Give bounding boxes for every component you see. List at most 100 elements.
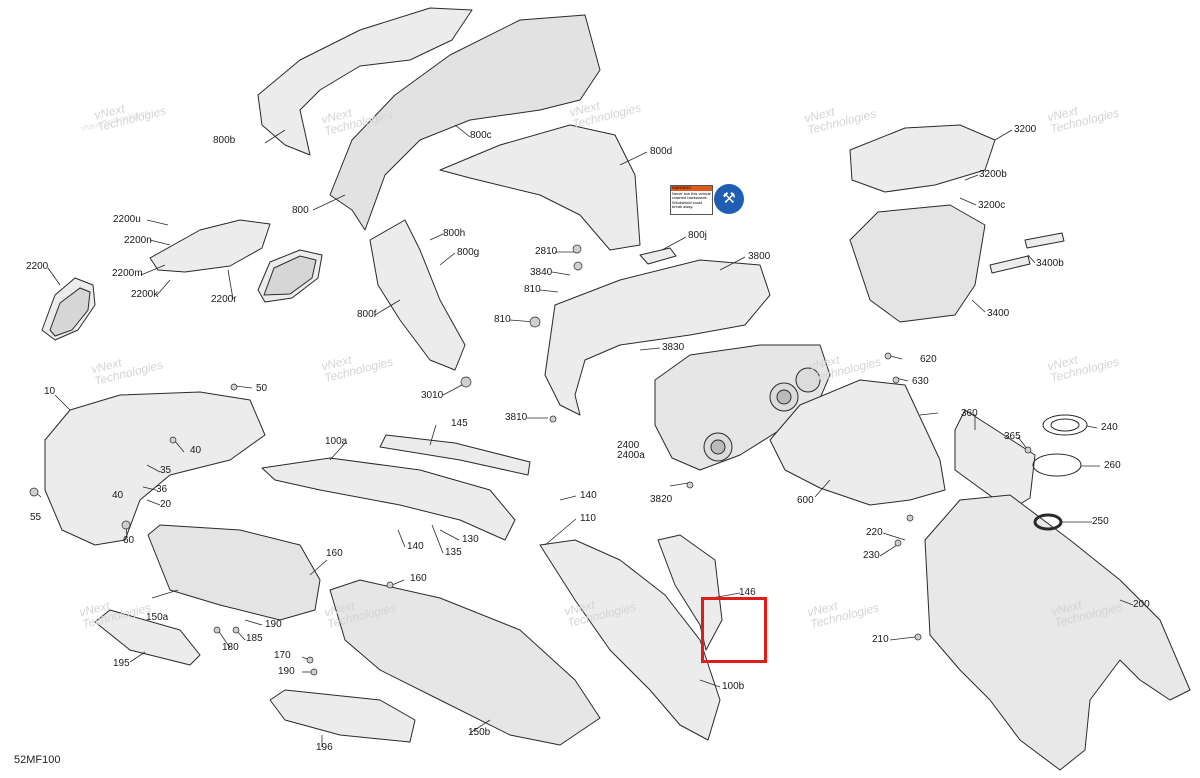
callout-3200c[interactable]: 3200c (978, 200, 1006, 211)
callout-3830[interactable]: 3830 (662, 342, 685, 353)
callout-800c[interactable]: 800c (470, 130, 492, 141)
callout-190-upper[interactable]: 190 (265, 619, 282, 630)
callout-620[interactable]: 620 (920, 354, 937, 365)
part-196 (269, 689, 416, 743)
callout-600[interactable]: 600 (797, 495, 814, 506)
callout-50[interactable]: 50 (256, 383, 268, 394)
callout-810-upper[interactable]: 810 (524, 284, 541, 295)
callout-3800[interactable]: 3800 (748, 251, 771, 262)
part-800b (257, 7, 473, 156)
callout-220[interactable]: 220 (866, 527, 883, 538)
callout-3010[interactable]: 3010 (421, 390, 444, 401)
callout-2200r[interactable]: 2200r (211, 294, 237, 305)
callout-365[interactable]: 365 (1004, 431, 1021, 442)
vehicle-tow-icon: ⚒ (714, 184, 744, 214)
callout-35[interactable]: 35 (160, 465, 172, 476)
part-260 (1032, 453, 1082, 477)
callout-250[interactable]: 250 (1092, 516, 1109, 527)
callout-100b[interactable]: 100b (722, 681, 745, 692)
callout-200[interactable]: 200 (1133, 599, 1150, 610)
part-195 (94, 609, 201, 666)
part-360 (954, 409, 1036, 511)
callout-800[interactable]: 800 (292, 205, 309, 216)
callout-210[interactable]: 210 (872, 634, 889, 645)
callout-810-lower[interactable]: 810 (494, 314, 511, 325)
callout-195[interactable]: 195 (113, 658, 130, 669)
callout-160-right[interactable]: 160 (410, 573, 427, 584)
callout-145[interactable]: 145 (451, 418, 468, 429)
part-600 (769, 379, 946, 506)
callout-2200u[interactable]: 2200u (113, 214, 141, 225)
part-150a (147, 524, 321, 621)
part-10 (44, 391, 266, 546)
part-146 (657, 534, 723, 651)
callout-360[interactable]: 360 (961, 408, 978, 419)
callout-2400[interactable]: 2400 (617, 440, 640, 451)
callout-3840[interactable]: 3840 (530, 267, 553, 278)
callout-40-upper[interactable]: 40 (190, 445, 202, 456)
part-3400b-a (1024, 232, 1065, 249)
callout-40-lower[interactable]: 40 (112, 490, 124, 501)
callout-800g[interactable]: 800g (457, 247, 480, 258)
callout-55[interactable]: 55 (30, 512, 42, 523)
part-100b (539, 539, 721, 741)
callout-190-lower[interactable]: 190 (278, 666, 295, 677)
callout-3820[interactable]: 3820 (650, 494, 673, 505)
callout-2810[interactable]: 2810 (535, 246, 558, 257)
callout-196[interactable]: 196 (316, 742, 333, 753)
callout-160-left[interactable]: 160 (326, 548, 343, 559)
callout-240[interactable]: 240 (1101, 422, 1118, 433)
callout-146[interactable]: 146 (739, 587, 756, 598)
callout-60[interactable]: 60 (123, 535, 135, 546)
part-3400b-b (989, 255, 1031, 274)
part-150b (329, 579, 601, 746)
part-800f (369, 219, 466, 371)
callout-3200b[interactable]: 3200b (979, 169, 1007, 180)
part-2200-bracket (149, 219, 271, 273)
part-100a (261, 457, 516, 541)
callout-2200[interactable]: 2200 (26, 261, 49, 272)
callout-140-lower[interactable]: 140 (407, 541, 424, 552)
callout-20[interactable]: 20 (160, 499, 172, 510)
callout-36[interactable]: 36 (156, 484, 168, 495)
callout-2200m[interactable]: 2200m (112, 268, 143, 279)
callout-140-upper[interactable]: 140 (580, 490, 597, 501)
document-code: 52MF100 (14, 754, 61, 766)
callout-800f[interactable]: 800f (357, 309, 377, 320)
callout-100a[interactable]: 100a (325, 436, 348, 447)
part-145 (379, 434, 531, 476)
callout-800d[interactable]: 800d (650, 146, 673, 157)
callout-3400[interactable]: 3400 (987, 308, 1010, 319)
callout-3810[interactable]: 3810 (505, 412, 528, 423)
part-3200 (849, 124, 996, 193)
part-800d (439, 124, 641, 251)
callout-630[interactable]: 630 (912, 376, 929, 387)
selected-part-highlight[interactable] (701, 597, 767, 663)
callout-800j[interactable]: 800j (688, 230, 707, 241)
callout-180[interactable]: 180 (222, 642, 239, 653)
callout-10[interactable]: 10 (44, 386, 56, 397)
part-3800 (544, 259, 771, 416)
part-800j (639, 247, 677, 265)
callout-260[interactable]: 260 (1104, 460, 1121, 471)
callout-185[interactable]: 185 (246, 633, 263, 644)
callout-3400b[interactable]: 3400b (1036, 258, 1064, 269)
callout-3200[interactable]: 3200 (1014, 124, 1037, 135)
callout-110[interactable]: 110 (580, 513, 596, 524)
callout-135[interactable]: 135 (445, 547, 462, 558)
warning-decal: WARNING Never tow this vehicle crashed b… (670, 185, 713, 215)
callout-2400a[interactable]: 2400a (617, 450, 645, 461)
callout-150a[interactable]: 150a (146, 612, 169, 623)
part-200 (924, 494, 1191, 771)
callout-2200n[interactable]: 2200n (124, 235, 152, 246)
callout-2200k[interactable]: 2200k (131, 289, 159, 300)
part-3400 (849, 204, 986, 323)
callout-130[interactable]: 130 (462, 534, 479, 545)
part-240 (1042, 414, 1088, 436)
callout-230[interactable]: 230 (863, 550, 880, 561)
callout-800h[interactable]: 800h (443, 228, 466, 239)
callout-170[interactable]: 170 (274, 650, 291, 661)
callout-800b[interactable]: 800b (213, 135, 236, 146)
callout-150b[interactable]: 150b (468, 727, 491, 738)
